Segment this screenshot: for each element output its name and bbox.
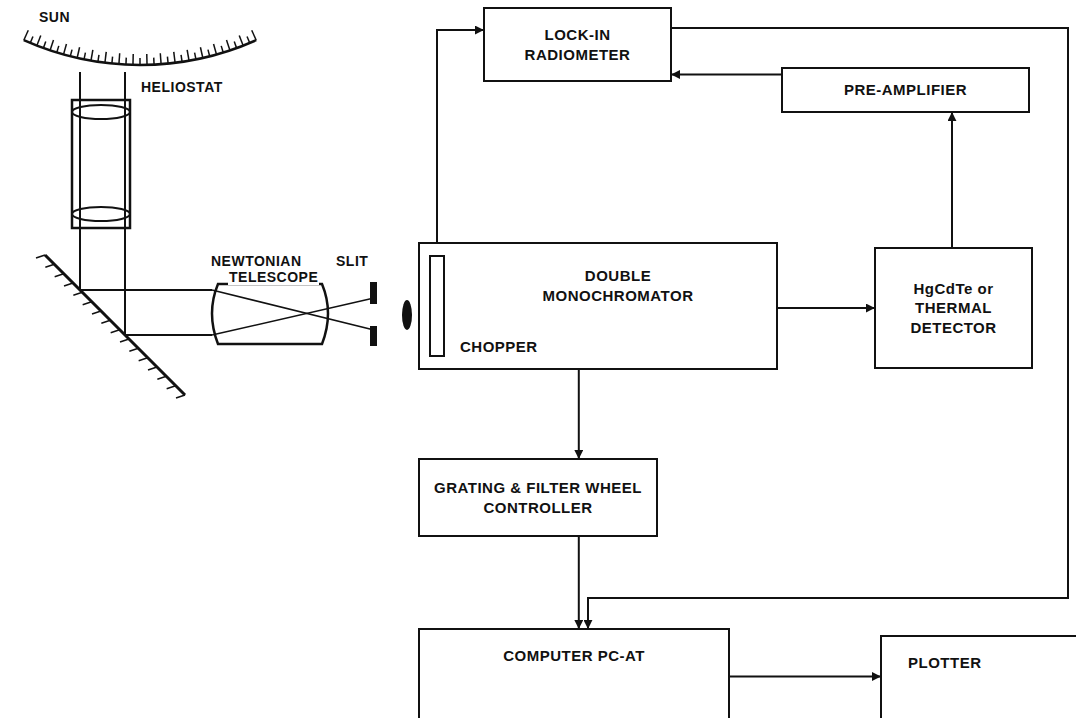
sun-tick	[239, 35, 243, 45]
sun-tick	[118, 53, 120, 64]
box-label: GRATING & FILTER WHEEL CONTROLLER	[430, 478, 646, 517]
part-name: TELESCOPE	[228, 270, 319, 285]
sun-tick	[37, 35, 41, 45]
detector-box: HgCdTe or THERMAL DETECTOR	[874, 247, 1033, 369]
plotter-box: PLOTTER	[880, 635, 1076, 718]
sun-tick	[214, 44, 217, 55]
mirror-hatching	[36, 255, 185, 398]
light-beam	[79, 72, 81, 290]
sun-tick	[91, 50, 93, 61]
signal-arrow	[951, 113, 953, 247]
mirror	[45, 255, 185, 395]
mirror-hatch	[120, 339, 129, 342]
chopper-blade	[430, 256, 444, 356]
sun-ticks	[24, 30, 256, 65]
mirror-hatch	[139, 358, 148, 361]
signal-arrow	[578, 370, 580, 458]
sun-tick	[63, 44, 66, 55]
box-label: DOUBLE MONOCHROMATOR	[518, 266, 718, 305]
light-beam	[80, 289, 212, 291]
sun-tick	[226, 40, 229, 50]
radiometer-box: LOCK-IN RADIOMETER	[483, 7, 672, 82]
mirror-hatch	[73, 292, 82, 295]
sun-tick	[174, 52, 175, 63]
part-name: HELIOSTAT	[140, 80, 224, 95]
signal-arrow	[578, 537, 580, 628]
mirror-hatch	[157, 376, 166, 379]
mirror-hatch	[55, 274, 64, 277]
box-label: COMPUTER PC-AT	[503, 646, 645, 666]
slit-jaw	[370, 282, 377, 304]
preamplifier-box: PRE-AMPLIFIER	[781, 67, 1030, 113]
sun-tick	[77, 47, 79, 58]
mirror-hatch	[36, 255, 45, 258]
box-label: HgCdTe or THERMAL DETECTOR	[886, 279, 1021, 338]
part-name: NEWTONIAN	[210, 254, 303, 269]
signal-arrow	[437, 30, 483, 242]
controller-box: GRATING & FILTER WHEEL CONTROLLER	[418, 458, 658, 537]
computer-box: COMPUTER PC-AT	[418, 628, 730, 718]
sun-tick	[160, 53, 162, 64]
mirror-hatch	[111, 330, 120, 333]
sun-tick	[146, 54, 148, 65]
sun-tick	[50, 40, 53, 50]
sun-arc	[24, 40, 256, 65]
light-beam	[124, 72, 126, 335]
mirror-hatch	[45, 264, 54, 267]
sun-tick	[200, 47, 202, 58]
light-beam	[125, 334, 212, 336]
box-label: PLOTTER	[908, 653, 982, 673]
sun-tick	[132, 54, 134, 65]
sun-tick	[24, 30, 28, 40]
monochromator-box: DOUBLE MONOCHROMATOR CHOPPER	[418, 242, 778, 370]
light-ray	[212, 290, 374, 330]
part-label: CHOPPER	[460, 337, 538, 357]
signal-arrow	[588, 28, 1068, 628]
part-name: SUN	[38, 10, 71, 25]
mirror-hatch	[83, 302, 92, 305]
mirror-hatch	[148, 367, 157, 370]
sun-tick	[187, 50, 189, 61]
sun-tick	[252, 30, 256, 40]
mirror-hatch	[64, 283, 73, 286]
mirror-hatch	[167, 386, 176, 389]
light-ray	[212, 298, 374, 335]
mirror-hatch	[176, 395, 185, 398]
mirror-hatch	[101, 320, 110, 323]
box-label: PRE-AMPLIFIER	[844, 80, 967, 100]
signal-arrow	[672, 74, 781, 76]
signal-arrow	[730, 676, 880, 678]
sun-tick	[105, 52, 106, 63]
mirror-hatch	[92, 311, 101, 314]
box-label: LOCK-IN RADIOMETER	[495, 25, 660, 64]
slit-jaw	[370, 326, 377, 346]
entrance-lens	[402, 300, 412, 330]
mirror-hatch	[129, 348, 138, 351]
signal-arrow	[778, 307, 874, 309]
part-name: SLIT	[335, 254, 369, 269]
